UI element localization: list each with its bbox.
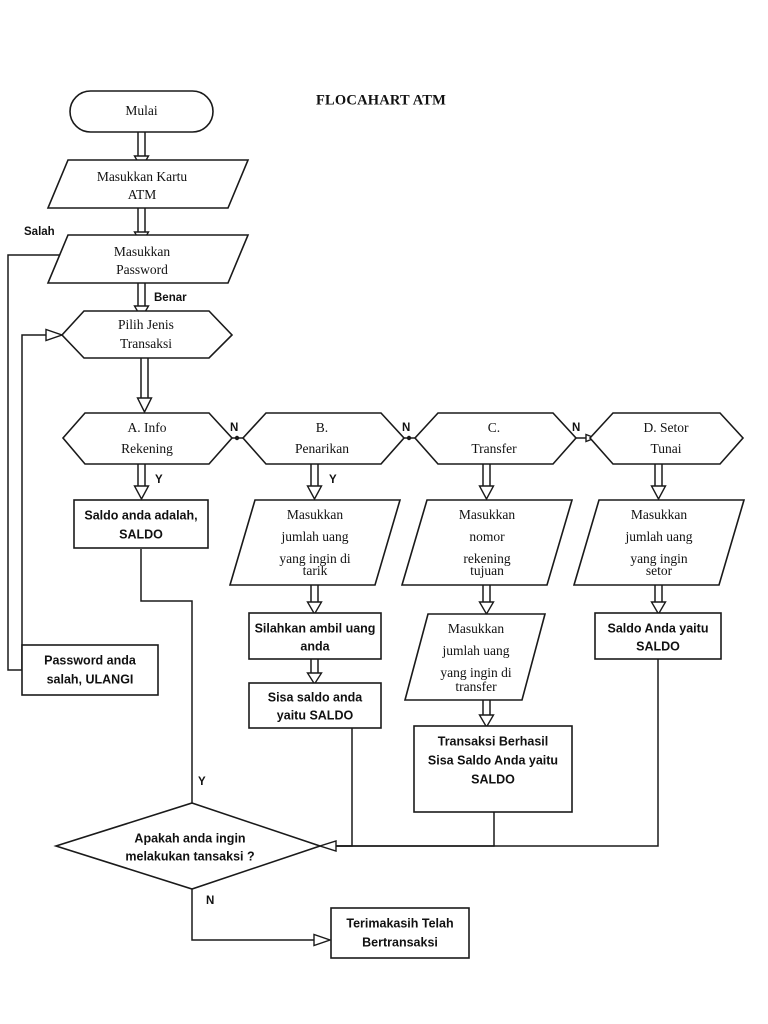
- node-input-setor-line2: jumlah uang: [624, 529, 692, 544]
- node-input-transfer-line1: Masukkan: [448, 621, 504, 636]
- node-saldo-setor-line2: SALDO: [636, 639, 680, 653]
- node-input-jumlah-transfer[interactable]: Masukkan jumlah uang yang ingin di trans…: [403, 613, 547, 701]
- edge-saldosetor-lagi: [332, 659, 659, 847]
- node-input-rekening-tujuan[interactable]: Masukkan nomor rekening tujuan: [400, 499, 574, 586]
- node-masukkan-kartu[interactable]: Masukkan Kartu ATM: [46, 159, 250, 209]
- node-sisa-line2: yaitu SALDO: [277, 708, 354, 722]
- node-input-rek-line4: tujuan: [470, 563, 504, 578]
- edge-transfer-berhasil: [478, 700, 495, 729]
- node-pilih-line2: Transaksi: [120, 336, 172, 351]
- node-berhasil-line2: Sisa Saldo Anda yaitu: [428, 753, 558, 767]
- node-silahkan-ambil-uang[interactable]: Silahkan ambil uang anda: [248, 612, 382, 660]
- node-input-rek-line2: nomor: [469, 529, 505, 544]
- node-terima-line2: Bertransaksi: [362, 935, 438, 949]
- page-title: FLOCAHART ATM: [316, 92, 446, 108]
- edge-opta-saldoa: [133, 464, 150, 501]
- edge-optb-optc: [404, 435, 415, 441]
- node-input-transfer-line2: jumlah uang: [441, 643, 509, 658]
- node-pilih-jenis-transaksi[interactable]: Pilih Jenis Transaksi: [60, 310, 234, 359]
- node-sisa-line1: Sisa saldo anda: [268, 690, 364, 704]
- node-opsi-d-setor-tunai[interactable]: D. Setor Tunai: [588, 412, 745, 465]
- node-input-tarik-line2: jumlah uang: [280, 529, 348, 544]
- node-lagi-line1: Apakah anda ingin: [134, 831, 245, 845]
- node-password-salah[interactable]: Password anda salah, ULANGI: [21, 644, 159, 696]
- node-saldo-setor-line1: Saldo Anda yaitu: [608, 621, 709, 635]
- node-opsi-d-line1: D. Setor: [644, 420, 690, 435]
- node-masukkan-kartu-line2: ATM: [128, 187, 157, 202]
- node-opsi-a-info-rekening[interactable]: A. Info Rekening: [61, 412, 234, 465]
- node-opsi-b-line2: Penarikan: [295, 441, 349, 456]
- node-saldo-anda-adalah[interactable]: Saldo anda adalah, SALDO: [73, 499, 209, 549]
- node-lagi-line2: melakukan tansaksi ?: [125, 849, 254, 863]
- node-opsi-a-line2: Rekening: [121, 441, 173, 456]
- node-opsi-b-penarikan[interactable]: B. Penarikan: [241, 412, 406, 465]
- node-input-tarik-line4: tarik: [303, 563, 328, 578]
- node-pilih-line1: Pilih Jenis: [118, 317, 174, 332]
- node-pwsalah-line2: salah, ULANGI: [47, 672, 134, 686]
- edge-label-y-b: Y: [329, 474, 337, 486]
- edge-ambil-sisa: [306, 659, 323, 686]
- node-input-setor-line1: Masukkan: [631, 507, 687, 522]
- edge-pwsalah-pilih: [21, 328, 65, 670]
- node-masukkan-password[interactable]: Masukkan Password: [46, 234, 250, 284]
- node-masukkan-password-line2: Password: [116, 262, 168, 277]
- node-opsi-d-line2: Tunai: [650, 441, 681, 456]
- node-pwsalah-line1: Password anda: [44, 653, 137, 667]
- edge-rek-transfer: [478, 585, 495, 616]
- node-opsi-b-line1: B.: [316, 420, 328, 435]
- edge-label-n-b: N: [402, 422, 410, 434]
- node-apakah-ingin-transaksi[interactable]: Apakah anda ingin melakukan tansaksi ?: [53, 802, 323, 890]
- node-opsi-a-line1: A. Info: [128, 420, 167, 435]
- node-masukkan-password-line1: Masukkan: [114, 244, 170, 259]
- node-berhasil-line1: Transaksi Berhasil: [438, 734, 548, 748]
- edge-label-n-end: N: [206, 895, 214, 907]
- edge-lagi-terima: [191, 889, 333, 947]
- edge-label-y-loop: Y: [198, 776, 206, 788]
- node-mulai[interactable]: Mulai: [69, 90, 214, 133]
- node-input-setor-line3: yang ingin: [630, 551, 688, 566]
- edge-label-n-c: N: [572, 422, 580, 434]
- node-saldo-anda-line2: SALDO: [119, 527, 163, 541]
- node-ambil-line2: anda: [300, 639, 330, 653]
- node-input-tarik-line3: yang ingin di: [279, 551, 350, 566]
- node-input-tarik-line1: Masukkan: [287, 507, 343, 522]
- edge-label-benar: Benar: [154, 292, 187, 304]
- node-input-setor-line4: setor: [646, 563, 673, 578]
- node-input-transfer-line4: transfer: [455, 679, 497, 694]
- edge-label-y-a: Y: [155, 474, 163, 486]
- node-terima-line1: Terimakasih Telah: [346, 916, 453, 930]
- node-ambil-line1: Silahkan ambil uang: [255, 621, 376, 635]
- edge-opta-optb: [232, 435, 243, 441]
- node-input-rek-line3: rekening: [463, 551, 510, 566]
- edge-tarik-ambil: [306, 585, 323, 616]
- edge-saldoa-lagi: [140, 549, 193, 803]
- node-mulai-label: Mulai: [125, 103, 157, 118]
- edge-optb-tarik: [306, 464, 323, 501]
- node-transaksi-berhasil[interactable]: Transaksi Berhasil Sisa Saldo Anda yaitu…: [413, 725, 573, 813]
- node-terimakasih[interactable]: Terimakasih Telah Bertransaksi: [330, 907, 470, 959]
- arrow-into-lagi: [317, 840, 337, 852]
- edge-berhasil-lagi: [332, 812, 495, 847]
- node-input-transfer-line3: yang ingin di: [440, 665, 511, 680]
- node-saldo-anda-yaitu[interactable]: Saldo Anda yaitu SALDO: [594, 612, 722, 660]
- edge-optd-setor: [650, 464, 667, 501]
- edge-label-n-a: N: [230, 422, 238, 434]
- node-saldo-anda-line1: Saldo anda adalah,: [84, 508, 197, 522]
- edge-sisa-lagi: [332, 728, 353, 847]
- node-opsi-c-transfer[interactable]: C. Transfer: [413, 412, 578, 465]
- edge-optc-rektujuan: [478, 464, 495, 501]
- node-input-jumlah-setor[interactable]: Masukkan jumlah uang yang ingin setor: [572, 499, 746, 586]
- node-opsi-c-line2: Transfer: [471, 441, 517, 456]
- edge-pilih-opta: [136, 358, 153, 414]
- node-berhasil-line3: SALDO: [471, 772, 515, 786]
- edge-setor-saldosetor: [650, 585, 667, 616]
- edge-password-salah: [7, 254, 60, 671]
- node-input-rek-line1: Masukkan: [459, 507, 515, 522]
- node-masukkan-kartu-line1: Masukkan Kartu: [97, 169, 188, 184]
- node-input-jumlah-tarik[interactable]: Masukkan jumlah uang yang ingin di tarik: [228, 499, 402, 586]
- node-sisa-saldo-anda[interactable]: Sisa saldo anda yaitu SALDO: [248, 682, 382, 729]
- edge-label-salah: Salah: [24, 226, 55, 238]
- node-opsi-c-line1: C.: [488, 420, 500, 435]
